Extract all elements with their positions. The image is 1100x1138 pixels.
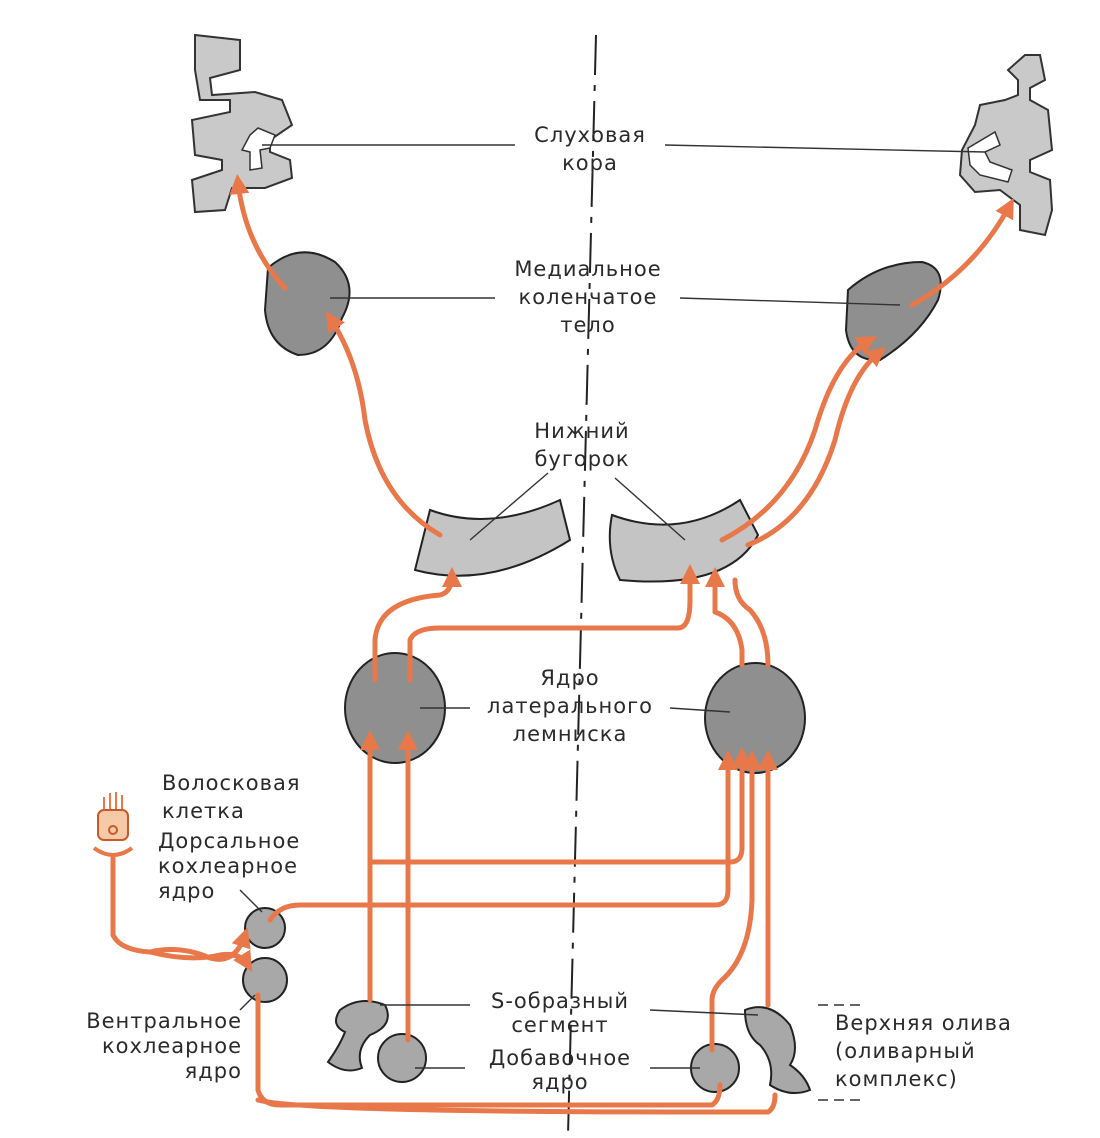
label-hair-cell-1: Волосковая (162, 771, 300, 795)
label-ventral-cochlear-3: ядро (185, 1059, 242, 1083)
label-auditory-cortex-2: кора (562, 151, 618, 175)
label-dorsal-cochlear-3: ядро (158, 879, 215, 903)
midline (568, 35, 596, 1135)
label-inferior-colliculus-2: бугорок (534, 447, 629, 471)
dorsal-cochlear-nucleus (245, 908, 285, 948)
left-inferior-colliculus (415, 500, 570, 576)
label-s-segment-1: S-образный (491, 989, 629, 1013)
label-medial-geniculate-3: тело (560, 313, 615, 337)
label-accessory-nucleus-2: ядро (531, 1070, 588, 1094)
right-lateral-lemniscus-nucleus (705, 663, 805, 773)
left-auditory-cortex (192, 35, 292, 212)
right-inferior-colliculus (610, 500, 758, 582)
label-s-segment-2: сегмент (511, 1013, 608, 1037)
label-superior-olive-3: комплекс) (835, 1067, 958, 1091)
label-lateral-lemniscus-2: латерального (487, 694, 653, 718)
label-ventral-cochlear-1: Вентральное (86, 1009, 242, 1033)
label-medial-geniculate-1: Медиальное (514, 257, 661, 281)
label-auditory-cortex-1: Слуховая (534, 123, 646, 147)
hair-cell (94, 792, 132, 855)
label-accessory-nucleus-1: Добавочное (489, 1046, 631, 1070)
label-dorsal-cochlear-2: кохлеарное (158, 854, 298, 878)
label-superior-olive-1: Верхняя олива (835, 1011, 1012, 1035)
label-lateral-lemniscus-3: лемниска (513, 722, 628, 746)
label-lateral-lemniscus-1: Ядро (540, 666, 599, 690)
left-accessory-nucleus (378, 1034, 426, 1082)
right-superior-olive (745, 1007, 810, 1093)
label-hair-cell-2: клетка (162, 799, 245, 823)
label-medial-geniculate-2: коленчатое (519, 285, 658, 309)
label-ventral-cochlear-2: кохлеарное (102, 1034, 242, 1058)
label-inferior-colliculus-1: Нижний (534, 419, 629, 443)
label-dorsal-cochlear-1: Дорсальное (158, 829, 300, 853)
label-superior-olive-2: (оливарный (835, 1039, 976, 1063)
left-medial-geniculate (265, 252, 350, 355)
